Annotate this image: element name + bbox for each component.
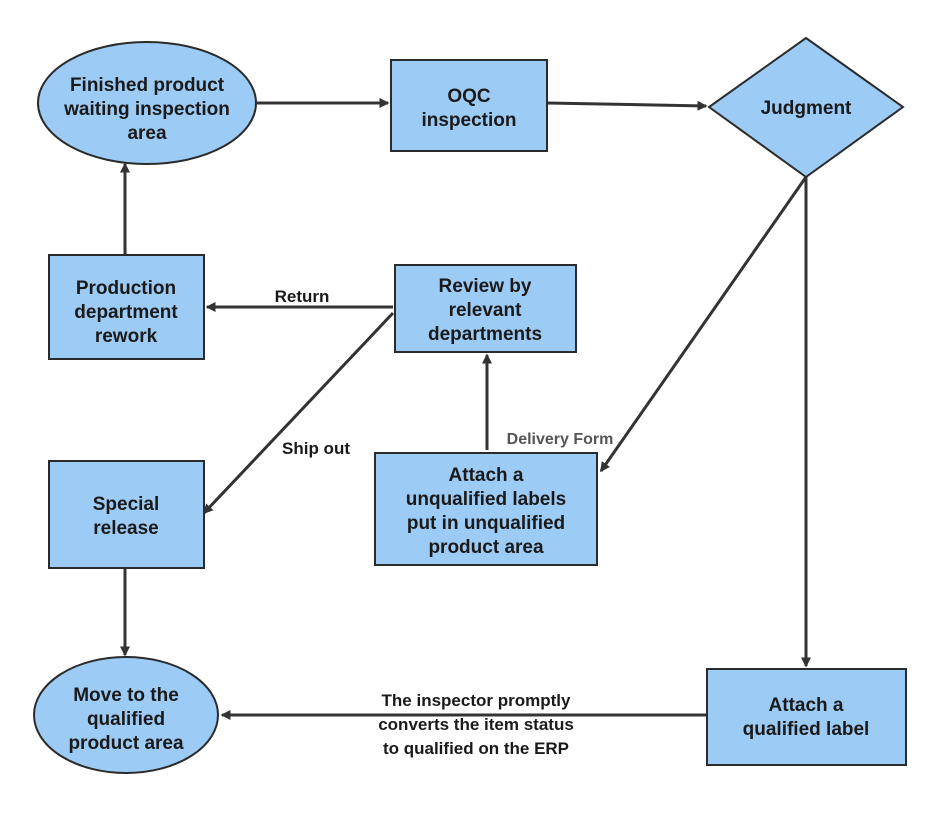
- node-label-line: qualified: [87, 709, 165, 730]
- node-label-line: departments: [428, 324, 542, 345]
- node-shape: [394, 264, 577, 353]
- node-label-line: release: [93, 518, 159, 539]
- node-label-line: department: [74, 302, 178, 323]
- delivery-form-label: Delivery Form: [507, 431, 614, 448]
- node-special-release: Special release: [48, 460, 205, 569]
- node-label-line: qualified label: [743, 719, 870, 740]
- node-review-departments: Review by relevant departments: [394, 264, 577, 353]
- node-judgment: Judgment: [707, 36, 905, 179]
- node-label-line: product area: [428, 537, 544, 558]
- node-shape: [33, 656, 219, 774]
- node-label-line: inspection: [421, 110, 516, 131]
- node-shape: [37, 41, 257, 165]
- edge-judgment-to-unqualified: [599, 176, 808, 473]
- node-label-line: Move to the: [73, 685, 179, 706]
- node-label-line: OQC: [447, 86, 491, 107]
- node-label-line: Production: [76, 278, 176, 299]
- return-label: Return: [275, 287, 330, 306]
- node-label-line: Special: [93, 494, 160, 515]
- node-label-line: Attach a: [769, 695, 844, 716]
- node-shape: [48, 460, 205, 569]
- node-label-line: put in unqualified: [407, 513, 565, 534]
- node-qualified-area: Move to the qualified product area: [33, 656, 219, 774]
- ship-out-label: Ship out: [282, 439, 350, 458]
- edge-labels: Return Ship out Delivery Form The inspec…: [275, 287, 614, 758]
- node-shape: [390, 59, 548, 152]
- node-label-line: Finished product: [70, 75, 225, 96]
- node-label-line: area: [127, 123, 167, 144]
- node-label-line: waiting inspection: [63, 99, 230, 120]
- node-qualified-label: Attach a qualified label: [706, 668, 907, 766]
- edge-oqc-to-judgment: [546, 100, 708, 111]
- node-label-line: relevant: [449, 300, 523, 321]
- node-oqc-inspection: OQC inspection: [390, 59, 548, 152]
- node-finished-product-area: Finished product waiting inspection area: [37, 41, 257, 165]
- erp-label-line-2: converts the item status: [378, 715, 574, 734]
- node-label-line: Judgment: [761, 98, 852, 119]
- edges: [120, 98, 811, 720]
- node-shape: [706, 668, 907, 766]
- node-shape: [707, 36, 905, 179]
- node-shape: [48, 254, 205, 360]
- node-unqualified-labels: Attach a unqualified labels put in unqua…: [374, 452, 598, 566]
- node-label-line: unqualified labels: [406, 489, 566, 510]
- node-production-rework: Production department rework: [48, 254, 205, 360]
- node-label-line: Review by: [439, 276, 532, 297]
- node-shape: [374, 452, 598, 566]
- erp-label: The inspector promptly converts the item…: [378, 691, 574, 758]
- erp-label-line-3: to qualified on the ERP: [383, 739, 569, 758]
- node-label-line: Attach a: [449, 465, 524, 486]
- erp-label-line-1: The inspector promptly: [382, 691, 571, 710]
- node-label-line: rework: [95, 326, 158, 347]
- edge-review-to-special-release: [202, 311, 395, 515]
- node-label-line: product area: [68, 733, 184, 754]
